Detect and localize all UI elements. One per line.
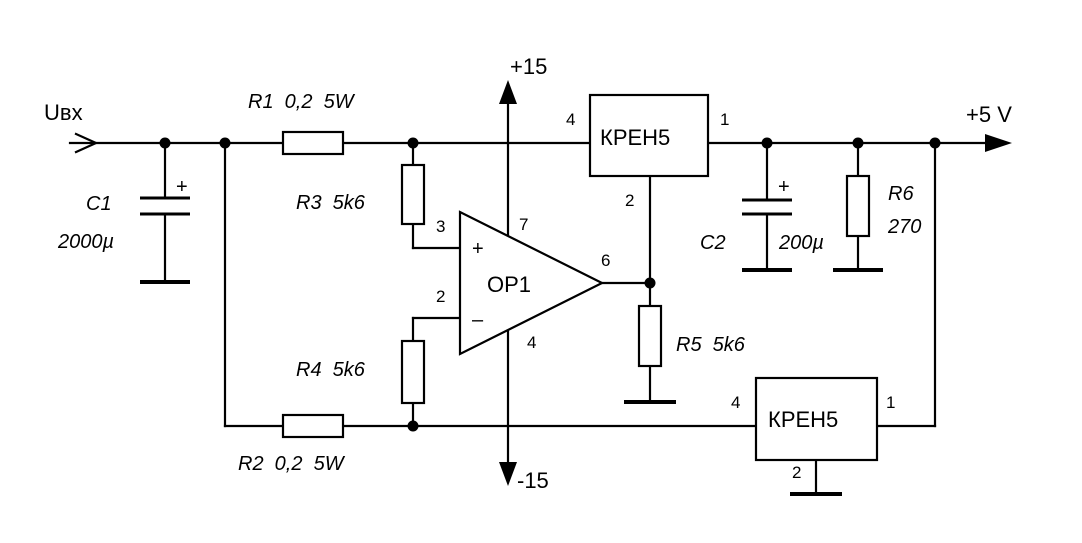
r6-value: 270 [887,216,921,238]
r4-label: R4 5k6 [296,359,366,381]
input-arrow [74,132,99,154]
c2-name: C2 [700,232,726,254]
opamp-triangle [458,210,605,356]
regulator-top-pin-out: 1 [720,110,729,129]
r6-name: R6 [888,183,914,205]
opamp-name: OP1 [487,272,531,297]
opamp-pin-vcc: 7 [519,215,528,234]
r1-label: R1 0,2 5W [248,91,356,113]
supply-positive-arrow [499,80,517,104]
r5-label: R5 5k6 [676,334,746,356]
regulator-bottom-pin-gnd: 2 [792,463,801,482]
output-label: +5 V [966,102,1012,127]
c1-polarity: + [176,176,188,198]
c2-polarity: + [778,176,790,198]
supply-positive-label: +15 [510,54,547,79]
r2-label: R2 0,2 5W [238,453,346,475]
resistor-r6 [845,174,871,238]
opamp-pin-plus: 3 [436,217,445,236]
opamp-plus-sign: + [472,238,484,260]
regulator-top-name: КРЕН5 [600,125,670,150]
opamp-pin-minus: 2 [436,287,445,306]
opamp-pin-vee: 4 [527,333,536,352]
output-arrow [985,134,1012,152]
supply-negative-label: -15 [517,468,549,493]
supply-negative-arrow [499,462,517,486]
regulator-top-box [588,93,710,178]
c2-value: 200µ [778,232,824,254]
r3-label: R3 5k6 [296,192,366,214]
resistor-r1 [281,130,345,156]
regulator-bottom-pin-in: 4 [731,393,740,412]
resistor-r5 [637,304,663,368]
resistor-r2 [281,413,345,439]
opamp-pin-out: 6 [601,251,610,270]
capacitor-c2 [742,198,792,216]
junctions [159,137,941,432]
c1-name: C1 [86,193,112,215]
regulator-bottom-box [754,376,879,462]
regulator-top-pin-in: 4 [566,110,575,129]
regulator-bottom-pin-out: 1 [886,393,895,412]
input-label: Uвх [44,100,83,125]
regulator-bottom-name: КРЕН5 [768,407,838,432]
resistor-r4 [400,339,426,405]
capacitor-c1 [140,196,190,216]
opamp-minus-sign: – [472,309,484,331]
regulator-top-pin-gnd: 2 [625,191,634,210]
resistor-r3 [400,163,426,226]
c1-value: 2000µ [57,231,114,253]
